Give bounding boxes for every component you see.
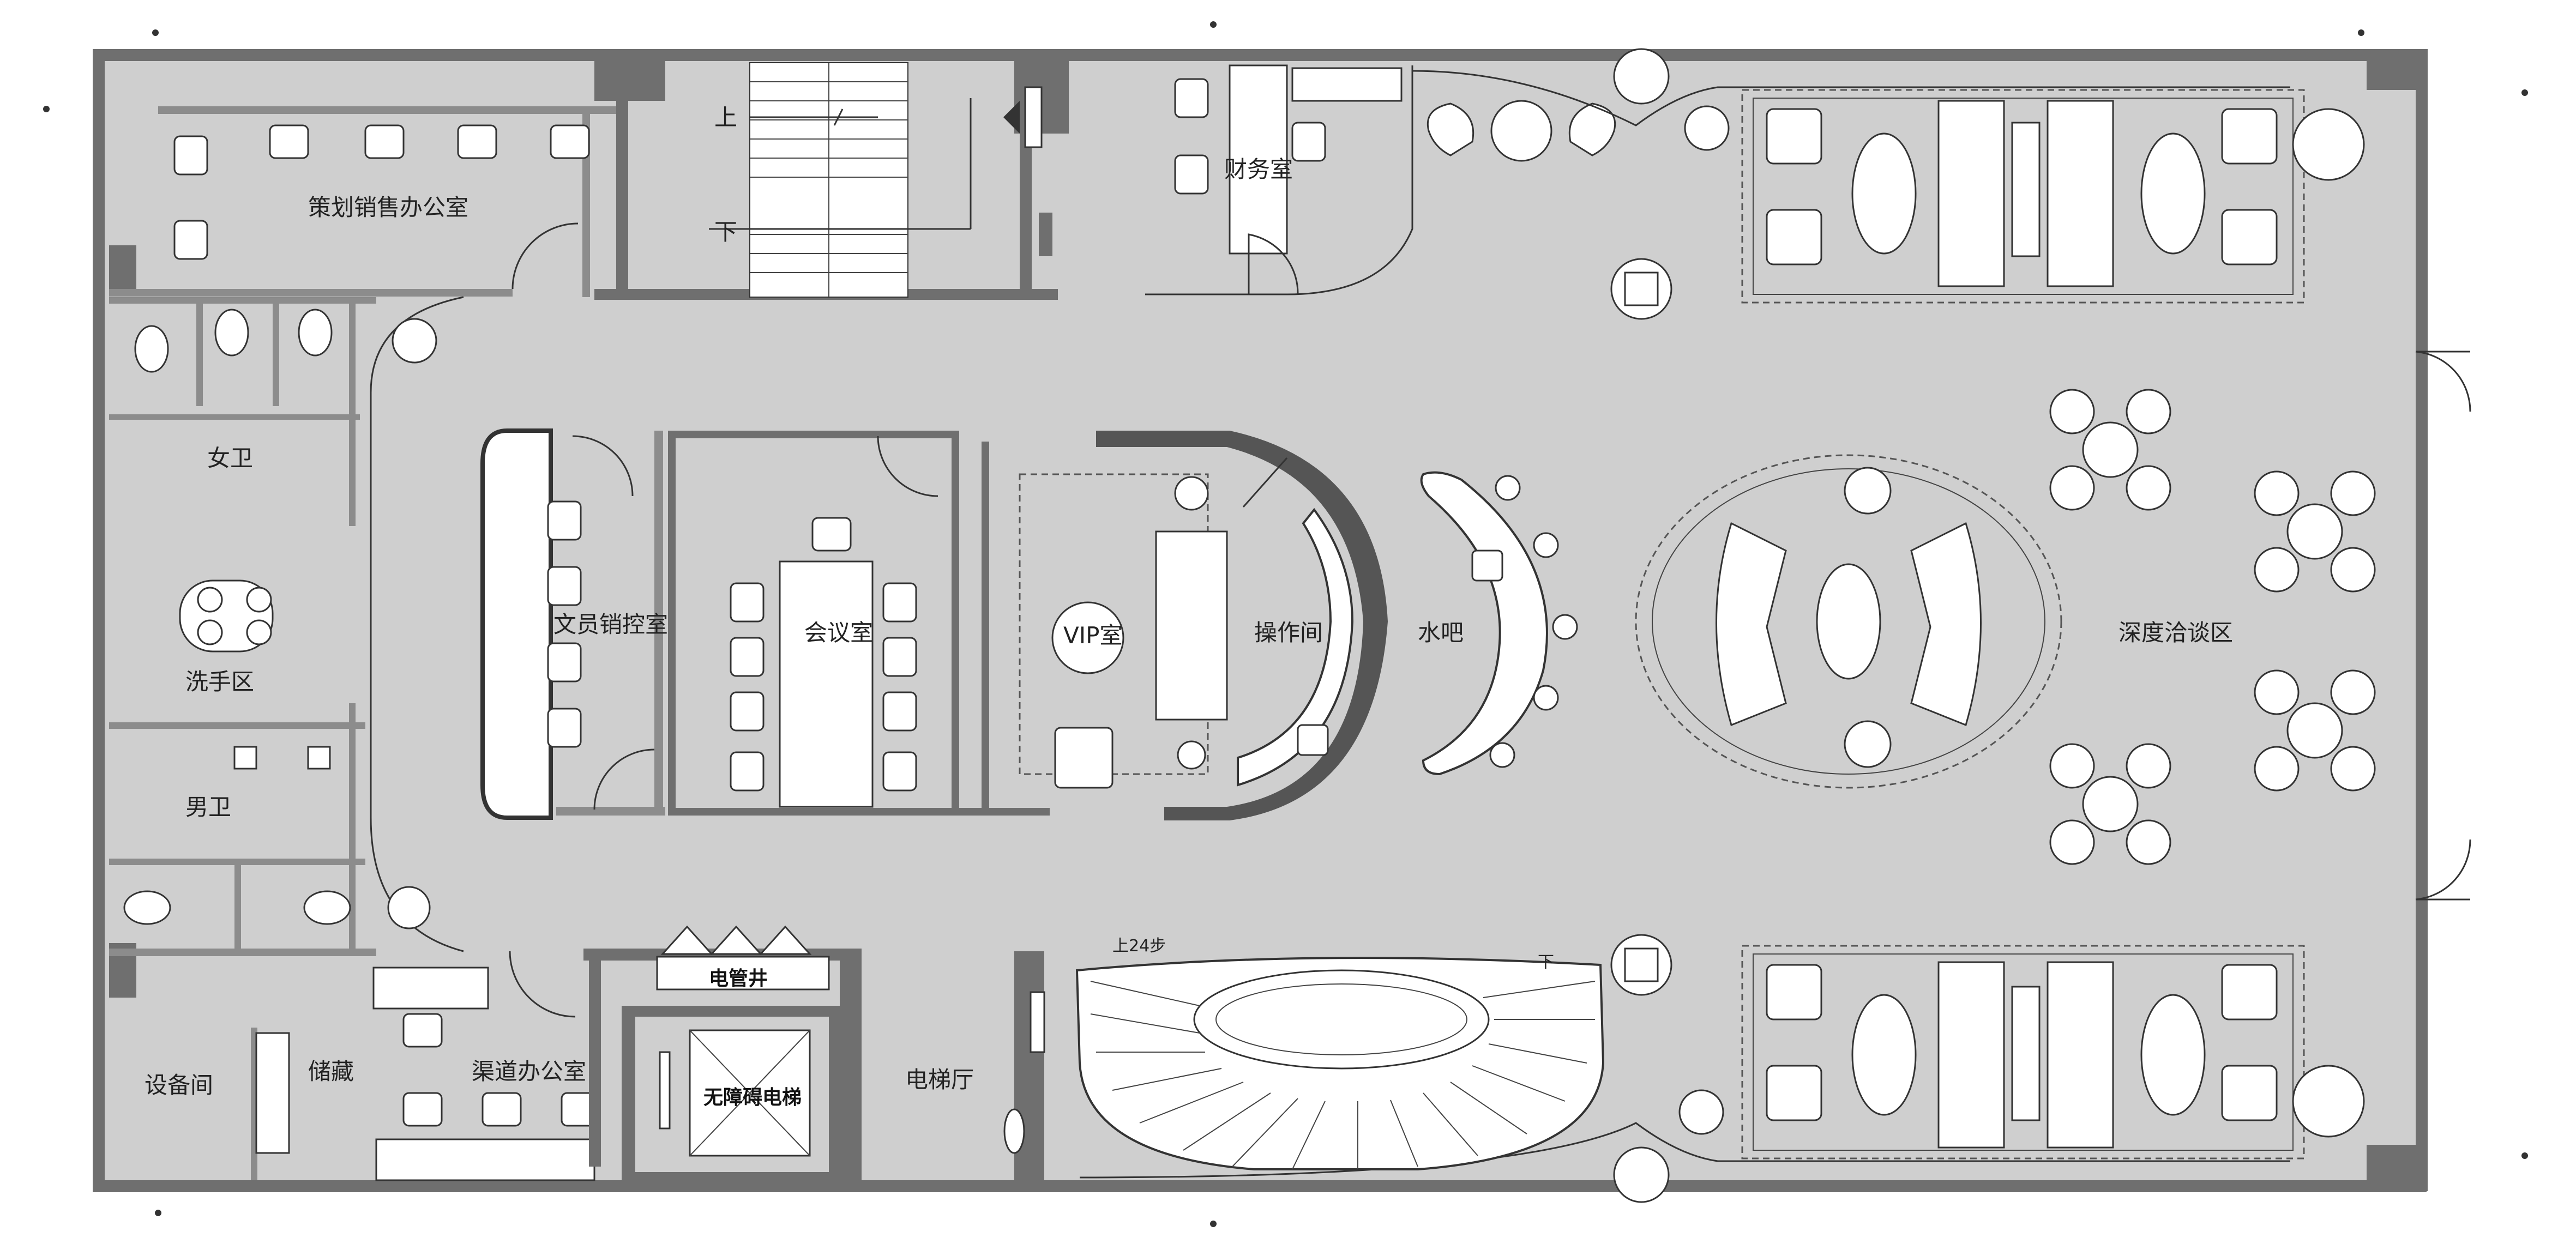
room-label-elevator-hall: 电梯厅 [905,1066,974,1093]
room-label-meeting: 会议室 [804,619,873,646]
plant-pot-upper [392,318,437,364]
room-label-wash: 洗手区 [185,668,254,695]
office-chairs [173,124,590,260]
spiral-staircase: 上24步 下 [1014,937,1605,1180]
round-table-sets [2049,389,2376,865]
operation-room: 操作间 [1096,431,1388,820]
room-label-womens: 女卫 [207,445,253,472]
finance-room: 财务室 [1145,64,1413,295]
room-label-negotiation: 深度洽谈区 [2118,619,2233,646]
room-label-equipment: 设备间 [145,1072,213,1098]
staircase: 上 下 [594,52,1058,300]
negotiation-table-bottom [1678,945,2365,1160]
room-label-operation: 操作间 [1254,619,1323,646]
column-bottom [1613,1146,1670,1203]
spiral-stair-up-label: 上24步 [1112,937,1166,956]
accessible-elevator: 无障碍电梯 [622,1006,840,1180]
wash-area: 洗手区 [179,579,274,695]
lobby-wall-bottom [1079,1122,2290,1179]
room-label-mens: 男卫 [185,794,231,820]
accessible-elevator-label: 无障碍电梯 [703,1086,802,1109]
room-label-document-sales: 文员销控室 [553,611,668,638]
planning-sales-office: 策划销售办公室 [109,106,616,297]
electric-shaft-label: 电管井 [709,968,768,990]
meeting-chairs [730,517,917,792]
exterior-walls [93,49,2428,1192]
room-label-storage: 储藏 [308,1058,354,1085]
lounge-set-top-left [1427,100,1672,996]
meeting-room: 会议室 [668,431,1050,816]
spiral-stair-down-label: 下 [1538,953,1554,972]
bar-stools [1489,475,1578,768]
document-sales-control-room: 文员销控室 [480,428,668,820]
stair-down-label: 下 [714,219,737,245]
right-doors [2415,351,2471,901]
lobby-wall-top [1412,70,2290,126]
mens-restroom: 男卫 [109,703,365,949]
womens-restroom: 女卫 [109,297,376,526]
room-label-planning-sales: 策划销售办公室 [308,194,468,221]
border-markers [43,21,2528,1227]
stair-up-label: 上 [714,104,737,131]
equipment-room: 设备间 储藏 [109,949,376,1180]
plant-pot-lower [387,886,431,929]
water-bar: 水吧 [1418,471,1578,776]
room-label-water-bar: 水吧 [1418,619,1464,646]
negotiation-table-top [1684,89,2365,304]
room-label-channel: 渠道办公室 [472,1058,586,1085]
control-chairs [547,500,582,748]
room-label-vip: VIP室 [1063,622,1122,649]
vip-room: VIP室 [982,442,1228,812]
electric-shaft: 电管井 [583,925,862,1183]
round-fixture-elevator-hall [1003,1108,1025,1154]
room-label-finance: 财务室 [1224,156,1293,183]
column-top [1613,48,1670,105]
central-oval-lounge [1635,454,2062,789]
